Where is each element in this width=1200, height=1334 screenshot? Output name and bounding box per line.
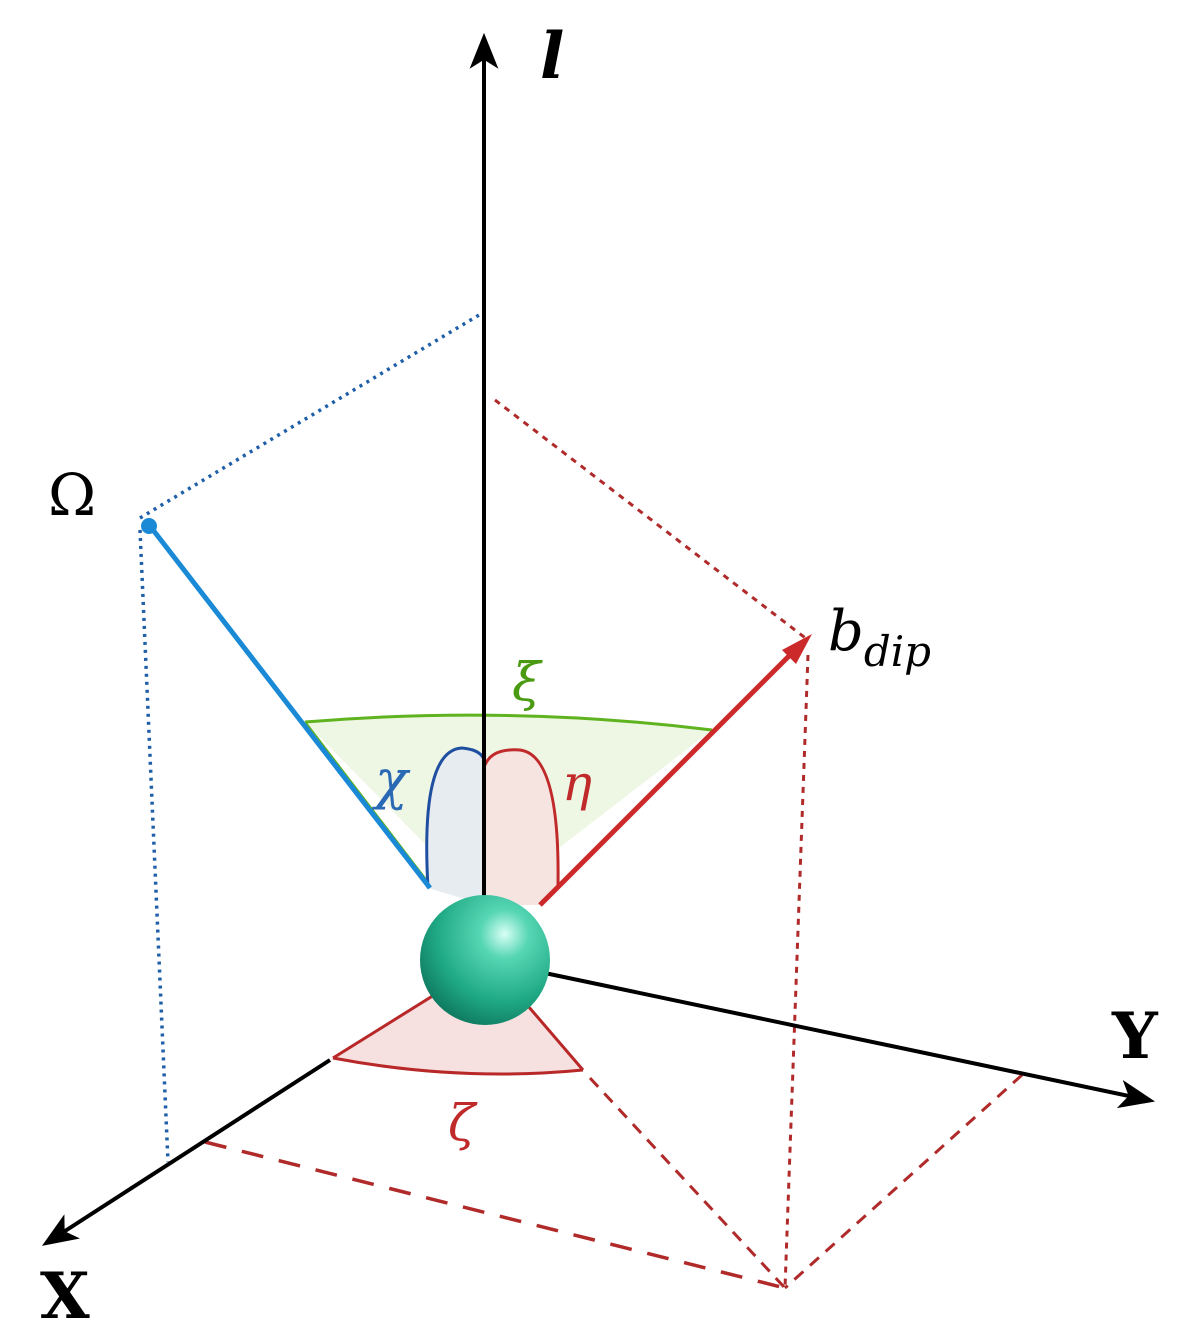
- y-axis: [539, 970, 1156, 1109]
- bdip-ground-to-y: [783, 1073, 1024, 1290]
- chi-label: χ: [371, 748, 411, 811]
- bdip-arrowhead: [782, 634, 812, 664]
- x-axis-label: X: [40, 1259, 90, 1334]
- omega-vector-head: [141, 518, 157, 534]
- y-axis-label: Y: [1111, 999, 1159, 1074]
- eta-lobe: [485, 749, 559, 905]
- omega-vector: [148, 524, 432, 890]
- eta-lobe-outline: [483, 748, 560, 886]
- l-axis-label: l: [540, 19, 564, 94]
- xi-label: ξ: [512, 653, 543, 713]
- bdip-projection-down: [783, 654, 810, 1289]
- bdip-vector: [538, 653, 792, 907]
- bdip-ground-diagonal: [588, 1076, 787, 1290]
- omega-projection-down: [138, 529, 170, 1163]
- bdip-label: bdip: [828, 599, 931, 676]
- eta-label: η: [562, 754, 592, 812]
- omega-projection-to-l: [139, 310, 485, 520]
- zeta-label: ζ: [448, 1094, 478, 1152]
- x-axis: [41, 1058, 332, 1246]
- bdip-ground-to-x: [204, 1140, 786, 1290]
- bdip-label-sub: dip: [864, 627, 931, 676]
- zeta-arc: [332, 1056, 584, 1076]
- omega-label: Ω: [48, 461, 96, 529]
- bdip-projection-to-l: [494, 398, 809, 642]
- xi-arc: [304, 713, 713, 732]
- chi-lobe: [426, 748, 485, 905]
- bdip-label-main: b: [828, 599, 864, 664]
- chi-lobe-outline: [425, 746, 487, 889]
- neutron-star-sphere: [420, 895, 550, 1025]
